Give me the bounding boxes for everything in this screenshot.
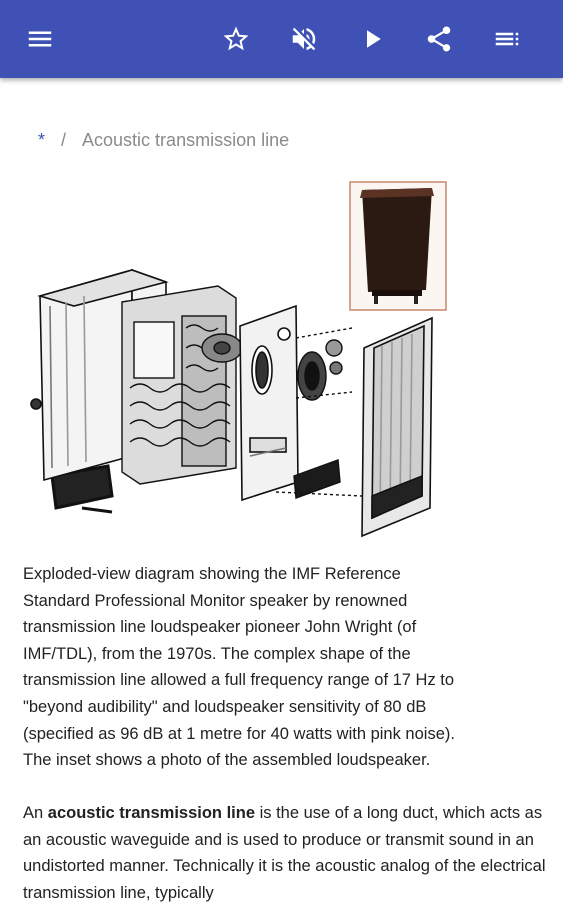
share-button[interactable] xyxy=(419,19,459,59)
speaker-grille xyxy=(361,316,433,538)
table-of-contents-button[interactable] xyxy=(487,19,527,59)
front-baffle xyxy=(239,304,299,502)
share-icon xyxy=(427,26,451,52)
article-term: acoustic transmission line xyxy=(47,804,256,822)
article-paragraph: An acoustic transmission line is the use… xyxy=(23,800,548,906)
transmission-line-labyrinth xyxy=(121,285,243,485)
mute-icon xyxy=(292,27,316,51)
breadcrumb-separator: / xyxy=(61,129,67,150)
article-figure[interactable] xyxy=(22,178,452,538)
breadcrumb: * / Acoustic transmission line xyxy=(38,128,289,152)
play-icon xyxy=(367,30,381,48)
intro-rest: is the use of a long duct, which acts as… xyxy=(23,804,546,902)
app-toolbar xyxy=(0,0,563,78)
toc-icon xyxy=(495,32,519,46)
figure-caption: Exploded-view diagram showing the IMF Re… xyxy=(23,565,455,770)
menu-icon xyxy=(28,31,52,47)
breadcrumb-home-link[interactable]: * xyxy=(38,129,46,150)
speaker-exploded-diagram xyxy=(30,181,447,538)
intro-prefix: An xyxy=(23,804,48,822)
driver-units xyxy=(295,327,353,401)
mute-button[interactable] xyxy=(284,19,324,59)
crossover-board xyxy=(275,459,363,499)
star-icon xyxy=(223,26,249,51)
menu-button[interactable] xyxy=(20,19,60,59)
speaker-stand xyxy=(50,464,114,514)
favorite-button[interactable] xyxy=(216,19,256,59)
inset-photo xyxy=(349,181,447,311)
play-button[interactable] xyxy=(352,19,392,59)
breadcrumb-current: Acoustic transmission line xyxy=(82,129,290,150)
